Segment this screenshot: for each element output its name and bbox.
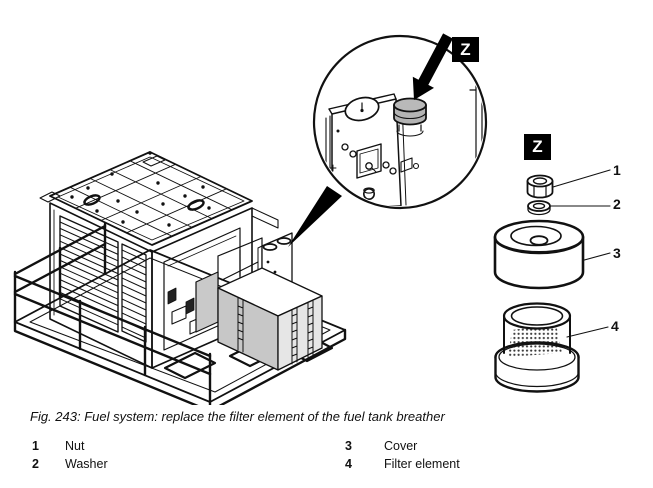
part-cover-drawing xyxy=(493,219,585,290)
exploded-view xyxy=(493,169,611,393)
figure-artwork: Z Z 1 2 3 4 xyxy=(13,33,621,405)
exploded-z-marker: Z xyxy=(524,134,551,160)
callout-cover-number: 3 xyxy=(613,245,621,261)
part-washer-drawing xyxy=(527,200,551,216)
detail-circle xyxy=(312,33,488,210)
legend-label-washer: Washer xyxy=(65,456,108,471)
figure-line-art xyxy=(13,33,611,405)
legend-label-cover: Cover xyxy=(384,439,418,453)
machine-drawing xyxy=(13,151,347,405)
legend-number-filter-element: 4 xyxy=(345,456,352,471)
part-nut-drawing xyxy=(526,174,554,199)
legend-label-filter-element: Filter element xyxy=(384,456,460,471)
legend-number-washer: 2 xyxy=(32,456,39,471)
legend-number-nut: 1 xyxy=(32,439,39,453)
detail-arrow xyxy=(412,33,453,100)
part-filter-element-drawing xyxy=(494,302,580,393)
callout-nut-number: 1 xyxy=(613,162,621,178)
legend-label-nut: Nut xyxy=(65,439,85,453)
figure-legend: 1 Nut 3 Cover 2 Washer 4 Filter element xyxy=(32,438,632,472)
legend-number-cover: 3 xyxy=(345,439,352,453)
detail-z-marker: Z xyxy=(452,37,479,62)
callout-washer-number: 2 xyxy=(613,196,621,212)
callout-filter-element-number: 4 xyxy=(611,318,619,334)
figure-caption: Fig. 243: Fuel system: replace the filte… xyxy=(30,409,445,424)
